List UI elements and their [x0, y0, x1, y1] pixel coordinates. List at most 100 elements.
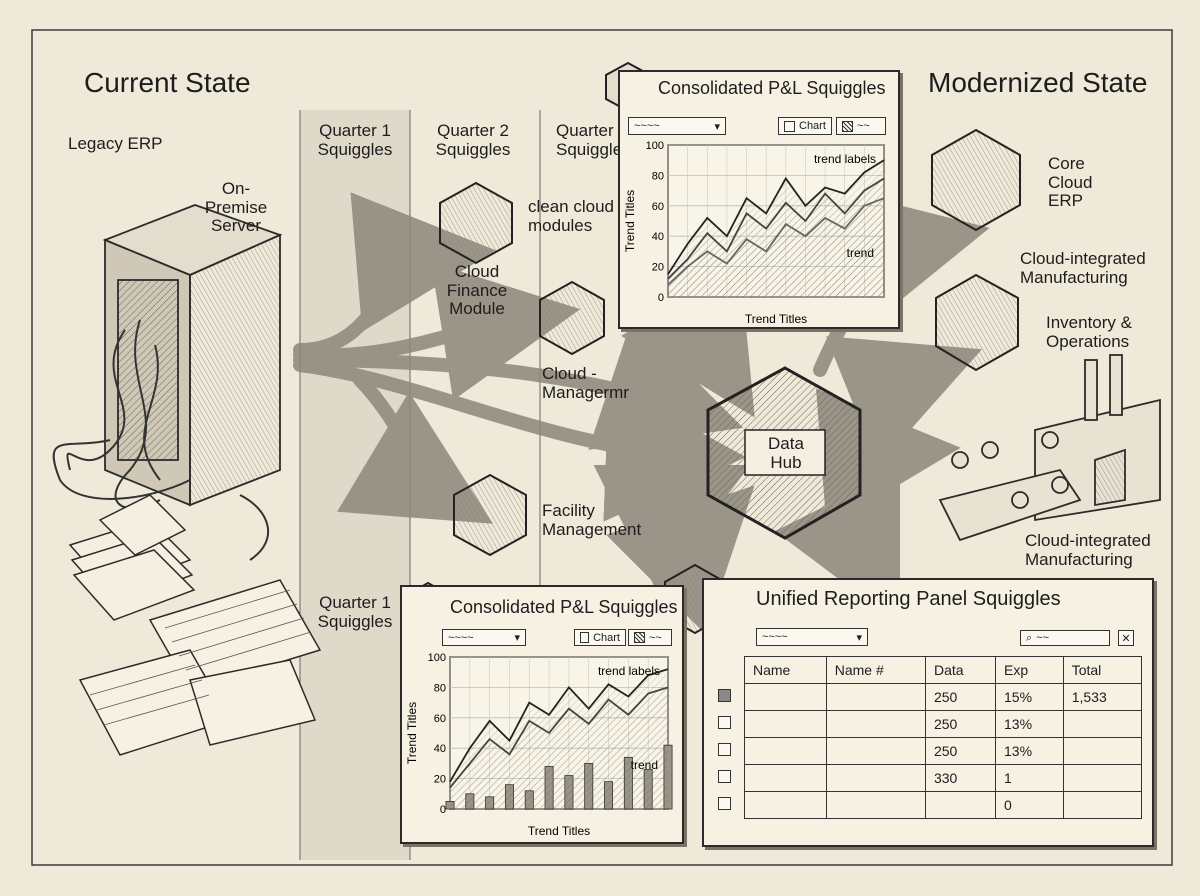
row-name-number — [825, 791, 926, 819]
row-exp: 1 — [995, 764, 1064, 792]
chevron-down-icon: ▾ — [514, 632, 520, 644]
checkbox[interactable] — [718, 689, 731, 702]
manufacturing-top-label: Cloud-integrated Manufacturing — [1020, 249, 1146, 287]
cloud-manager-hex — [539, 280, 605, 356]
document-stack — [68, 494, 322, 756]
chart-toggle-label-bottom: Chart — [593, 631, 620, 644]
report-filter-dropdown[interactable]: ~~~~▾ — [756, 628, 868, 646]
annotation-trend-labels: trend labels — [598, 664, 660, 678]
checkbox-icon — [784, 120, 795, 132]
series-area — [450, 687, 668, 809]
facility-label: Facility Management — [542, 501, 642, 539]
current-state-heading: Current State — [84, 67, 251, 98]
chevron-down-icon: ▾ — [714, 120, 720, 133]
column-q1-top: Quarter 1 Squiggles — [317, 121, 393, 159]
row-name-number — [825, 710, 926, 738]
row-data: 250 — [924, 683, 997, 711]
row-checkbox[interactable] — [710, 684, 745, 711]
checkbox[interactable] — [718, 770, 731, 783]
row-name — [744, 710, 827, 738]
facility-hex — [453, 473, 527, 557]
column-header[interactable]: Name # — [825, 656, 926, 684]
checkbox[interactable] — [718, 743, 731, 756]
y-tick-label: 100 — [428, 652, 446, 664]
chart-toggle-button-bottom[interactable]: Chart — [574, 629, 626, 646]
row-checkbox[interactable] — [710, 765, 745, 792]
checkbox[interactable] — [718, 797, 731, 810]
core-erp-label: Core Cloud ERP — [1048, 154, 1093, 211]
cloud-finance-label: Cloud Finance Module — [446, 262, 508, 319]
modernized-state-heading: Modernized State — [928, 67, 1148, 98]
chart-panel-top-title: Consolidated P&L Squiggles — [658, 78, 886, 98]
y-tick-label: 60 — [434, 713, 446, 725]
annotation-trend-labels: trend labels — [814, 152, 876, 166]
factory-illustration — [938, 354, 1161, 542]
row-total — [1062, 791, 1143, 819]
row-name — [744, 737, 827, 765]
row-exp: 0 — [995, 791, 1064, 819]
y-tick-label: 100 — [646, 140, 664, 152]
cloud-finance-hex — [439, 181, 513, 265]
pattern-toggle-button[interactable]: ~~ — [836, 117, 886, 135]
y-axis-label: Trend Titles — [405, 702, 419, 764]
series-dropdown-bottom[interactable]: ~~~~▾ — [442, 629, 526, 646]
row-total — [1062, 764, 1143, 792]
y-tick-label: 20 — [434, 774, 446, 786]
x-axis-label: Trend Titles — [745, 312, 807, 326]
chart-panel-bottom: Consolidated P&L Squiggles ~~~~▾ Chart ~… — [400, 585, 684, 844]
manufacturing-hex — [935, 273, 1019, 372]
close-icon: ✕ — [1121, 632, 1131, 645]
y-tick-label: 0 — [440, 804, 446, 816]
pattern-icon — [634, 632, 645, 643]
column-q3-top: Quarter Squiggle — [556, 121, 623, 159]
page-border — [31, 29, 1173, 866]
annotation-trend: trend — [631, 758, 658, 772]
pattern-toggle-button-bottom[interactable]: ~~ — [628, 629, 672, 646]
row-checkbox[interactable] — [710, 738, 745, 765]
row-total: 1,533 — [1062, 683, 1143, 711]
row-name-number — [825, 737, 926, 765]
y-tick-label: 40 — [434, 743, 446, 755]
series-line — [449, 668, 669, 783]
column-header[interactable]: Exp — [995, 656, 1064, 684]
y-tick-label: 20 — [652, 262, 664, 274]
x-axis-label: Trend Titles — [528, 824, 590, 838]
row-checkbox[interactable] — [710, 711, 745, 738]
report-panel: Unified Reporting Panel Squiggles ~~~~▾ … — [702, 578, 1154, 847]
chart-toggle-button[interactable]: Chart — [778, 117, 832, 135]
y-tick-label: 60 — [652, 201, 664, 213]
report-search-input[interactable]: ⌕~~ — [1020, 630, 1110, 646]
column-header[interactable]: Total — [1062, 656, 1143, 684]
column-header[interactable]: Data — [924, 656, 997, 684]
report-close-button[interactable]: ✕ — [1118, 630, 1134, 646]
core-erp-hex — [931, 128, 1021, 232]
y-tick-label: 80 — [434, 682, 446, 694]
chart-panel-bottom-title: Consolidated P&L Squiggles — [450, 597, 678, 617]
chart-panel-top: Consolidated P&L Squiggles ~~~~▾ Chart ~… — [618, 70, 900, 329]
column-header[interactable]: Name — [744, 656, 827, 684]
series-line — [667, 177, 885, 280]
series-dropdown[interactable]: ~~~~▾ — [628, 117, 726, 135]
row-name — [744, 791, 827, 819]
row-exp: 13% — [995, 737, 1064, 765]
flow-arrows — [293, 189, 990, 634]
row-total — [1062, 737, 1143, 765]
series-line — [667, 197, 885, 286]
checkbox-icon — [580, 632, 590, 643]
row-data: 250 — [924, 737, 997, 765]
row-checkbox[interactable] — [710, 792, 745, 819]
inventory-label: Inventory & Operations — [1046, 313, 1132, 351]
table-row[interactable]: 0 — [710, 791, 1143, 819]
manufacturing-bottom-label: Cloud-integrated Manufacturing — [1025, 531, 1151, 569]
column-q1-bottom: Quarter 1 Squiggles — [317, 593, 393, 631]
row-exp: 15% — [995, 683, 1064, 711]
chart-toggle-label: Chart — [799, 120, 826, 132]
checkbox[interactable] — [718, 716, 731, 729]
